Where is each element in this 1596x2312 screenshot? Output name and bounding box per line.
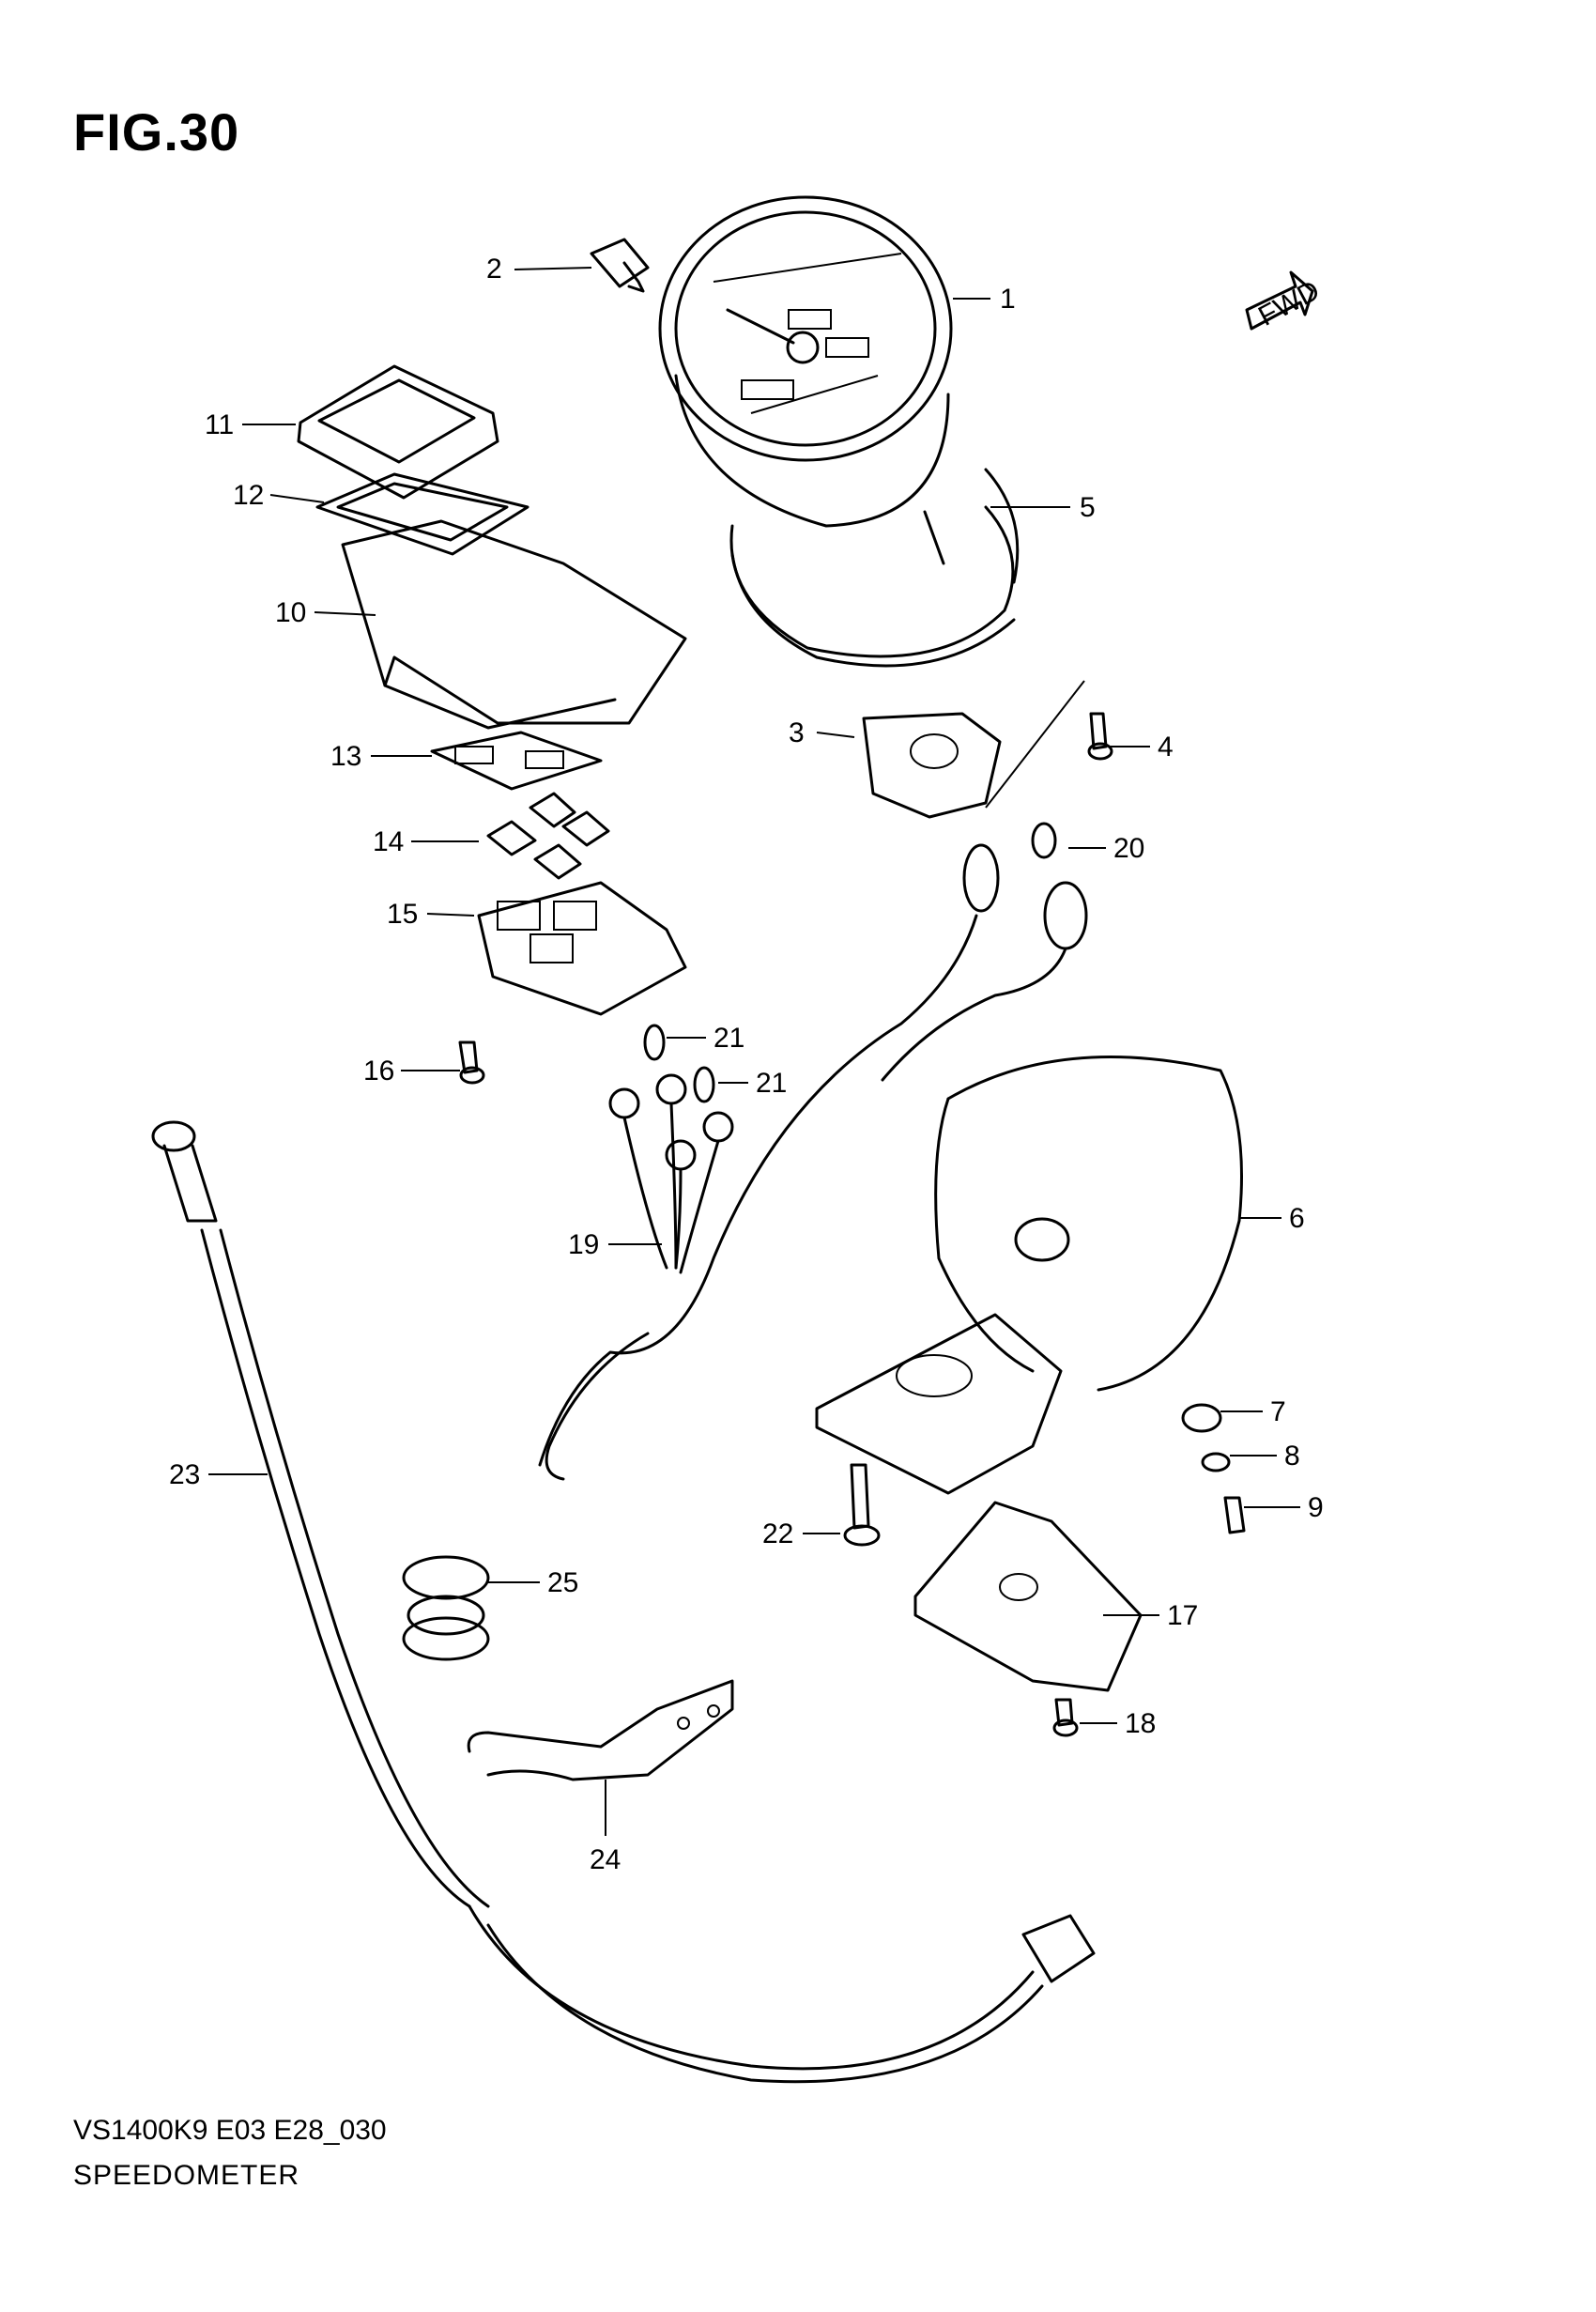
callout-10: 10: [275, 597, 306, 628]
fwd-marker-text: FWD: [1253, 275, 1325, 332]
callout-13: 13: [330, 741, 361, 772]
speedometer-bracket: [862, 712, 1002, 819]
section-name: SPEEDOMETER: [73, 2160, 300, 2191]
screw-18: [1052, 1698, 1079, 1737]
callout-17: 17: [1167, 1600, 1198, 1631]
callout-8: 8: [1284, 1441, 1300, 1472]
speedometer-cable: [151, 1120, 1096, 2084]
callout-labels: 2 1 5 3 4 11 12 10 13 14 15 16 20 21 21 …: [169, 254, 1324, 1875]
wiring-harness: [538, 914, 1067, 1481]
cable-clamp: [467, 1679, 734, 1781]
indicator-lens: [297, 364, 499, 500]
callout-19: 19: [568, 1229, 599, 1260]
callout-23: 23: [169, 1459, 200, 1490]
callout-2: 2: [486, 254, 502, 285]
callout-21-upper: 21: [714, 1023, 744, 1054]
callout-1: 1: [1000, 284, 1016, 315]
callout-25: 25: [547, 1567, 578, 1598]
gauge-cover-ring: [729, 468, 1020, 668]
callout-20: 20: [1113, 833, 1144, 864]
callout-6: 6: [1289, 1203, 1305, 1234]
callout-15: 15: [387, 899, 418, 930]
bulb-sockets-20: [962, 822, 1088, 950]
indicator-housing: [341, 519, 687, 730]
speedometer-gauge: [658, 195, 953, 565]
bolt-22: [843, 1463, 881, 1547]
model-code: VS1400K9 E03 E28_030: [73, 2115, 387, 2146]
callout-11: 11: [205, 409, 234, 440]
screw-4: [985, 680, 1113, 809]
screw-9: [1223, 1496, 1246, 1534]
callout-16: 16: [363, 1056, 394, 1087]
grommet-25: [402, 1555, 490, 1661]
callout-9: 9: [1308, 1492, 1324, 1523]
callout-3: 3: [789, 717, 805, 748]
mounting-bracket: [913, 1501, 1143, 1692]
callout-24: 24: [590, 1844, 621, 1875]
figure-title: FIG.30: [73, 102, 240, 162]
washer-8: [1201, 1452, 1231, 1472]
callout-18: 18: [1125, 1708, 1156, 1739]
indicator-plate: [430, 731, 603, 791]
callout-14: 14: [373, 826, 404, 857]
meter-housing: [815, 1056, 1243, 1495]
indicator-socket-housing: [477, 881, 687, 1016]
callout-4: 4: [1158, 732, 1174, 763]
fwd-arrow-icon: FWD: [1245, 270, 1325, 332]
callout-22: 22: [762, 1518, 793, 1549]
callout-7: 7: [1270, 1396, 1286, 1427]
callout-21-lower: 21: [756, 1068, 787, 1099]
grommet-7: [1181, 1403, 1222, 1433]
leader-lines: [208, 267, 1300, 1836]
indicator-sensor: [590, 238, 650, 293]
indicator-lens-pieces: [486, 792, 610, 880]
callout-12: 12: [233, 480, 264, 511]
callout-5: 5: [1080, 492, 1096, 523]
bulbs-21: [643, 1024, 715, 1103]
screw-16: [458, 1040, 485, 1085]
